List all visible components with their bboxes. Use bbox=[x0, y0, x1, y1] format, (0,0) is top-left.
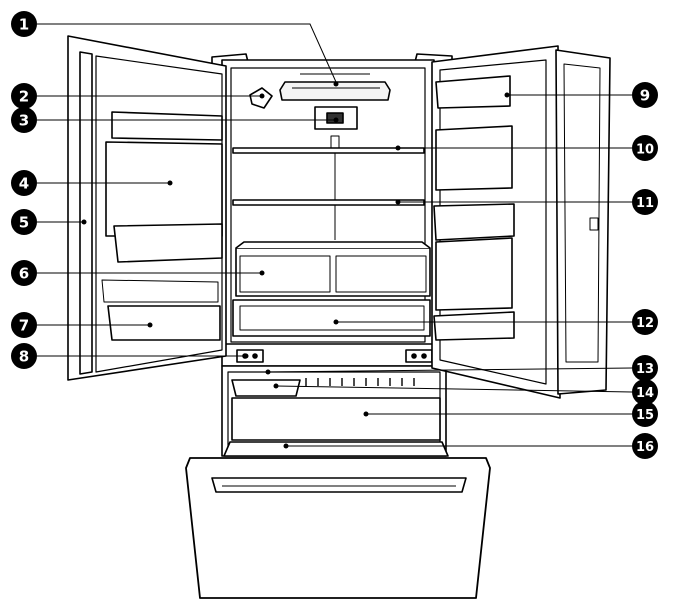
callout-4-label: 4 bbox=[19, 175, 29, 193]
callout-1: 1 bbox=[11, 11, 37, 37]
callout-15: 15 bbox=[632, 401, 658, 427]
callout-7-label: 7 bbox=[19, 317, 29, 335]
callout-6: 6 bbox=[11, 260, 37, 286]
callout-14-label: 14 bbox=[636, 386, 654, 401]
callout-7: 7 bbox=[11, 312, 37, 338]
callout-9-label: 9 bbox=[640, 87, 650, 105]
callout-5: 5 bbox=[11, 209, 37, 235]
callout-6-label: 6 bbox=[19, 265, 29, 283]
callout-14: 14 bbox=[632, 379, 658, 405]
callout-13: 13 bbox=[632, 355, 658, 381]
left-door bbox=[67, 35, 227, 381]
leader-lines bbox=[37, 23, 633, 447]
callout-12: 12 bbox=[632, 309, 658, 335]
callout-16: 16 bbox=[632, 433, 658, 459]
callout-10-label: 10 bbox=[636, 143, 654, 158]
callout-3: 3 bbox=[11, 107, 37, 133]
anchor-dots bbox=[81, 81, 510, 449]
callout-3-label: 3 bbox=[19, 112, 29, 130]
callouts: 1 2 3 4 5 6 7 8 9 10 11 12 13 14 15 16 bbox=[11, 11, 658, 459]
right-door bbox=[431, 45, 611, 399]
callout-2-label: 2 bbox=[19, 88, 29, 106]
callout-1-label: 1 bbox=[19, 16, 29, 34]
callout-9: 9 bbox=[632, 82, 658, 108]
callout-8-label: 8 bbox=[19, 348, 29, 366]
callout-13-label: 13 bbox=[636, 362, 654, 377]
callout-11-label: 11 bbox=[636, 196, 654, 211]
callout-12-label: 12 bbox=[636, 316, 654, 331]
callout-15-label: 15 bbox=[636, 408, 654, 423]
callout-16-label: 16 bbox=[636, 440, 654, 455]
callout-8: 8 bbox=[11, 343, 37, 369]
callout-2: 2 bbox=[11, 83, 37, 109]
callout-5-label: 5 bbox=[19, 214, 29, 232]
callout-4: 4 bbox=[11, 170, 37, 196]
callout-10: 10 bbox=[632, 135, 658, 161]
cabinet bbox=[185, 53, 491, 599]
callout-11: 11 bbox=[632, 189, 658, 215]
